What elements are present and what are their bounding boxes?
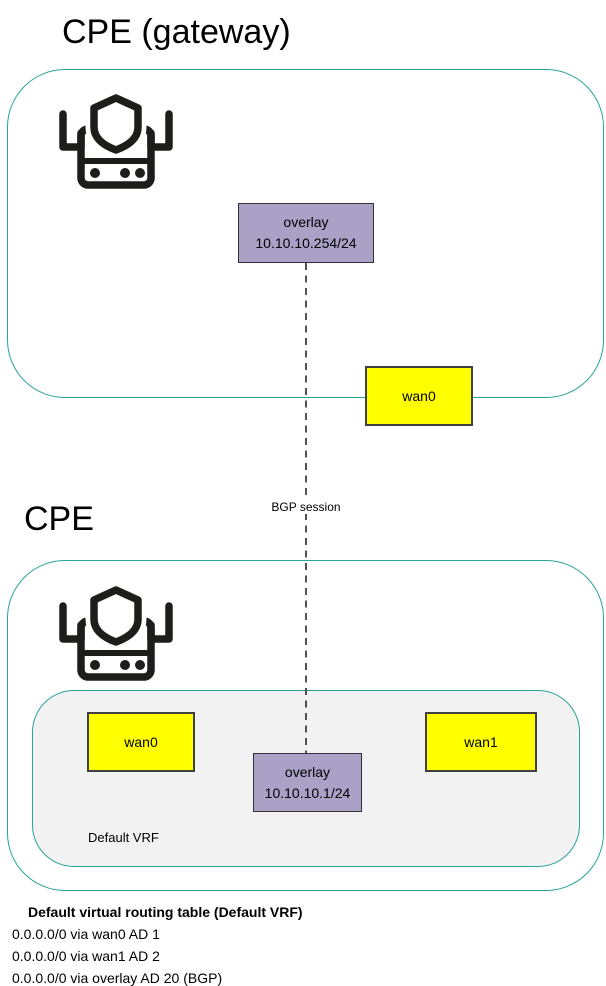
gateway-overlay-interface: overlay 10.10.10.254/24 <box>238 203 374 263</box>
cpe-overlay-interface: overlay 10.10.10.1/24 <box>253 753 362 812</box>
firewall-router-icon <box>50 92 182 196</box>
gateway-zone <box>7 69 604 398</box>
interface-name: wan1 <box>464 733 498 750</box>
routing-table: Default virtual routing table (Default V… <box>12 901 303 986</box>
interface-address: 10.10.10.1/24 <box>264 784 351 801</box>
cpe-title: CPE <box>24 500 94 538</box>
interface-name: wan0 <box>402 387 436 404</box>
interface-name: overlay <box>284 763 331 780</box>
interface-address: 10.10.10.254/24 <box>255 235 357 251</box>
bgp-session-label: BGP session <box>268 500 344 514</box>
bgp-session-line <box>305 263 307 753</box>
default-vrf-label: Default VRF <box>88 830 159 845</box>
routing-table-heading: Default virtual routing table (Default V… <box>28 904 303 920</box>
route-entry: 0.0.0.0/0 via overlay AD 20 (BGP) <box>12 970 223 986</box>
route-entry: 0.0.0.0/0 via wan0 AD 1 <box>12 926 160 942</box>
interface-name: overlay <box>283 214 329 230</box>
cpe-wan0-interface: wan0 <box>87 712 195 772</box>
firewall-router-icon <box>50 584 182 688</box>
cpe-wan1-interface: wan1 <box>425 712 537 772</box>
route-entry: 0.0.0.0/0 via wan1 AD 2 <box>12 948 160 964</box>
gateway-title: CPE (gateway) <box>62 13 291 51</box>
gateway-wan0-interface: wan0 <box>365 366 473 426</box>
interface-name: wan0 <box>124 733 158 750</box>
cpe-zone <box>7 560 604 891</box>
